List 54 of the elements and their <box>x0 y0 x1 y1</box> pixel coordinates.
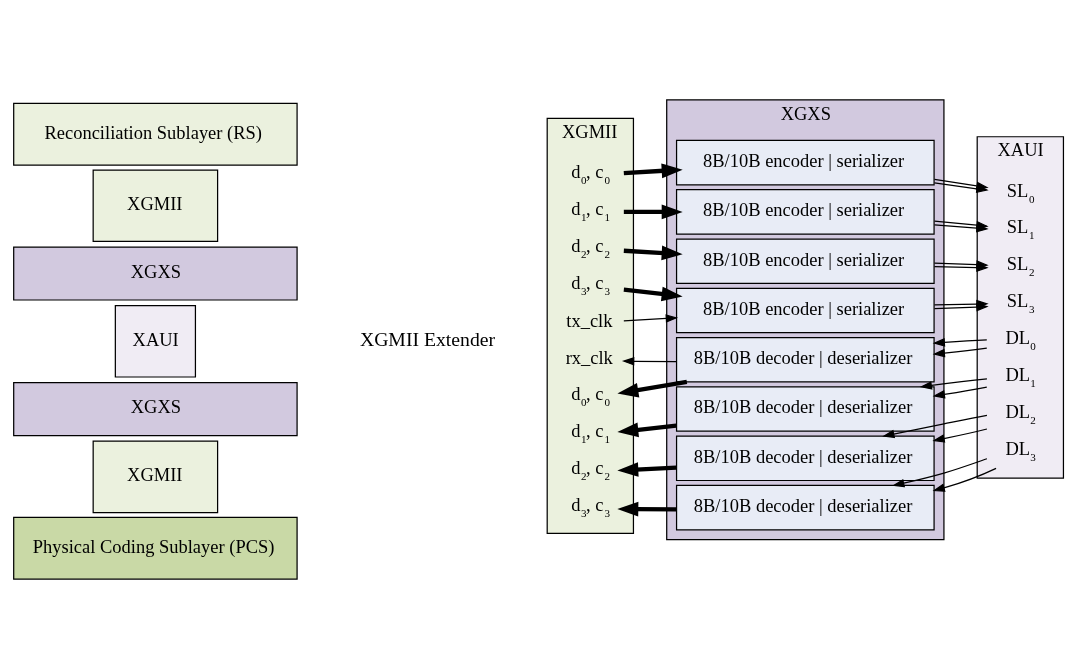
node-box: XGXS <box>13 245 298 301</box>
node-text: DL$_{3}$ <box>1005 438 1036 463</box>
arrow <box>617 379 688 397</box>
node-box: Reconciliation Sublayer (RS) <box>13 102 298 166</box>
node-text: d$_{2}$, c$_{2}$ <box>571 235 611 260</box>
arrow <box>932 427 988 443</box>
node-text: tx_clk <box>566 310 613 331</box>
node-text: DL$_{1}$ <box>1005 364 1036 389</box>
node-text: SL$_{2}$ <box>1006 253 1035 278</box>
arrow <box>933 299 989 308</box>
arrow <box>617 501 677 517</box>
arrow <box>882 414 988 438</box>
arrow <box>932 467 997 492</box>
label: XGMII Extender <box>359 327 496 350</box>
arrow <box>623 204 683 219</box>
arrow <box>933 220 989 229</box>
node-box: 8B/10B encoder | serializer <box>675 237 935 284</box>
arrow <box>623 286 683 301</box>
node-box: Physical Coding Sublayer (PCS) <box>13 516 298 580</box>
arrow <box>623 163 683 178</box>
node-box: XGMII <box>92 439 219 513</box>
node-text: d$_{3}$, c$_{3}$ <box>571 272 611 297</box>
arrow <box>932 347 988 357</box>
node-box: 8B/10B encoder | serializer <box>675 139 935 185</box>
node-box: 8B/10B decoder | deserializer <box>675 484 935 530</box>
node-text: d$_{1}$, c$_{1}$ <box>571 420 611 445</box>
node-box: 8B/10B decoder | deserializer <box>675 435 935 481</box>
node-box: 8B/10B encoder | serializer <box>675 287 935 333</box>
node-text: DL$_{2}$ <box>1005 401 1036 426</box>
node-text: d$_{2}$, c$_{2}$ <box>571 457 611 482</box>
node-text: d$_{0}$, c$_{0}$ <box>571 383 611 408</box>
arrow <box>623 245 683 260</box>
node-box: XGMII <box>92 168 219 242</box>
node-box: 8B/10B decoder | deserializer <box>675 336 935 383</box>
node-text: rx_clk <box>565 347 613 368</box>
arrow <box>932 337 988 347</box>
arrow <box>623 313 678 323</box>
node-text: SL$_{3}$ <box>1006 290 1035 315</box>
node-box: XAUI <box>114 304 197 378</box>
arrow <box>621 356 677 366</box>
arrow <box>892 457 988 487</box>
node-text: SL$_{0}$ <box>1006 180 1035 204</box>
node-box: XGXS <box>13 381 298 436</box>
node-text: SL$_{1}$ <box>1006 216 1035 241</box>
node-box: 8B/10B decoder | deserializer <box>675 385 935 432</box>
arrow <box>919 377 988 390</box>
node-text: DL$_{0}$ <box>1005 327 1036 352</box>
node-text: d$_{3}$, c$_{3}$ <box>571 494 611 519</box>
arrow <box>617 422 677 437</box>
arrow <box>617 461 677 477</box>
node-box: 8B/10B encoder | serializer <box>675 188 935 235</box>
node-text: d$_{0}$, c$_{0}$ <box>571 161 611 186</box>
arrow <box>932 385 988 399</box>
node-text: d$_{1}$, c$_{1}$ <box>571 198 611 223</box>
